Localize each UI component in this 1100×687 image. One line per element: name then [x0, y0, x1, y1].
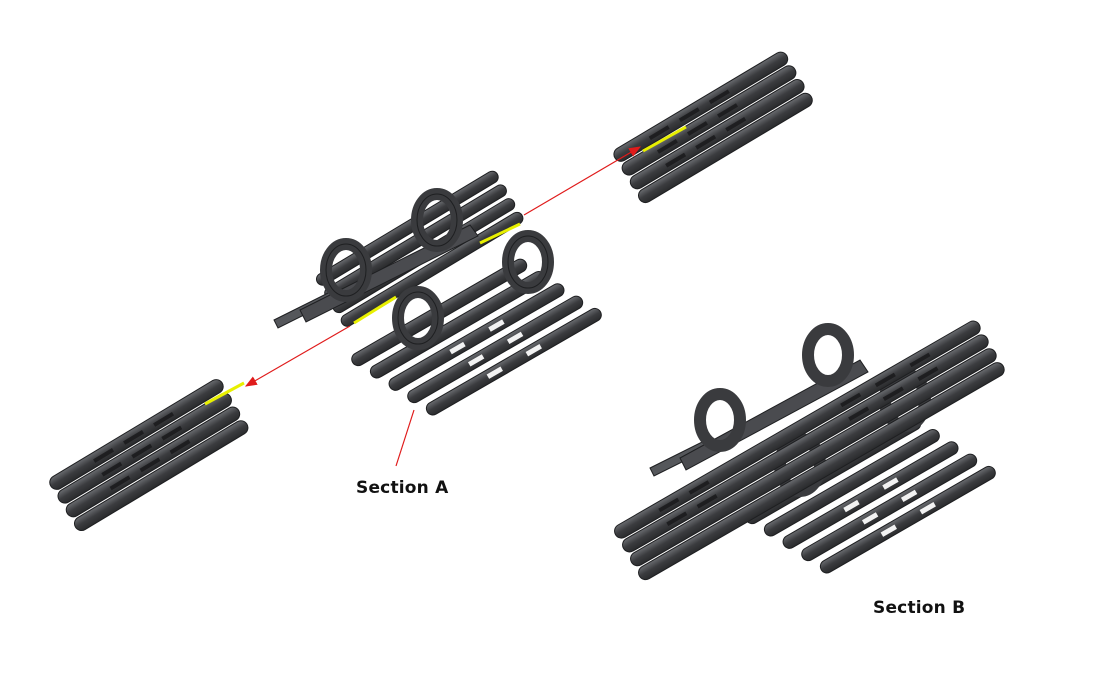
section-a-assembly	[273, 170, 602, 416]
assembly-arrow-left	[244, 325, 351, 387]
yellow-edge-top-right	[642, 125, 687, 153]
flange-ring-4	[502, 230, 554, 294]
yellow-edge-bottom-left	[204, 381, 245, 406]
panel-plate-4	[638, 92, 813, 204]
flange-ring-1	[320, 238, 372, 302]
flange-ring-3	[392, 286, 444, 350]
yellow-edge-section-a-right	[479, 222, 521, 245]
panel-bottom-left	[49, 379, 249, 532]
panel-top-right	[613, 51, 813, 204]
yellow-edge-section-a-left	[353, 295, 397, 325]
section-a-leader-line	[395, 409, 415, 467]
panel-plate-4	[73, 420, 249, 532]
section-b-assembly	[614, 320, 1005, 581]
flange-ring-2	[411, 188, 463, 252]
section-a-label: Section A	[356, 478, 449, 498]
section-b-label: Section B	[873, 598, 966, 618]
assembly-arrow-right	[523, 146, 642, 216]
